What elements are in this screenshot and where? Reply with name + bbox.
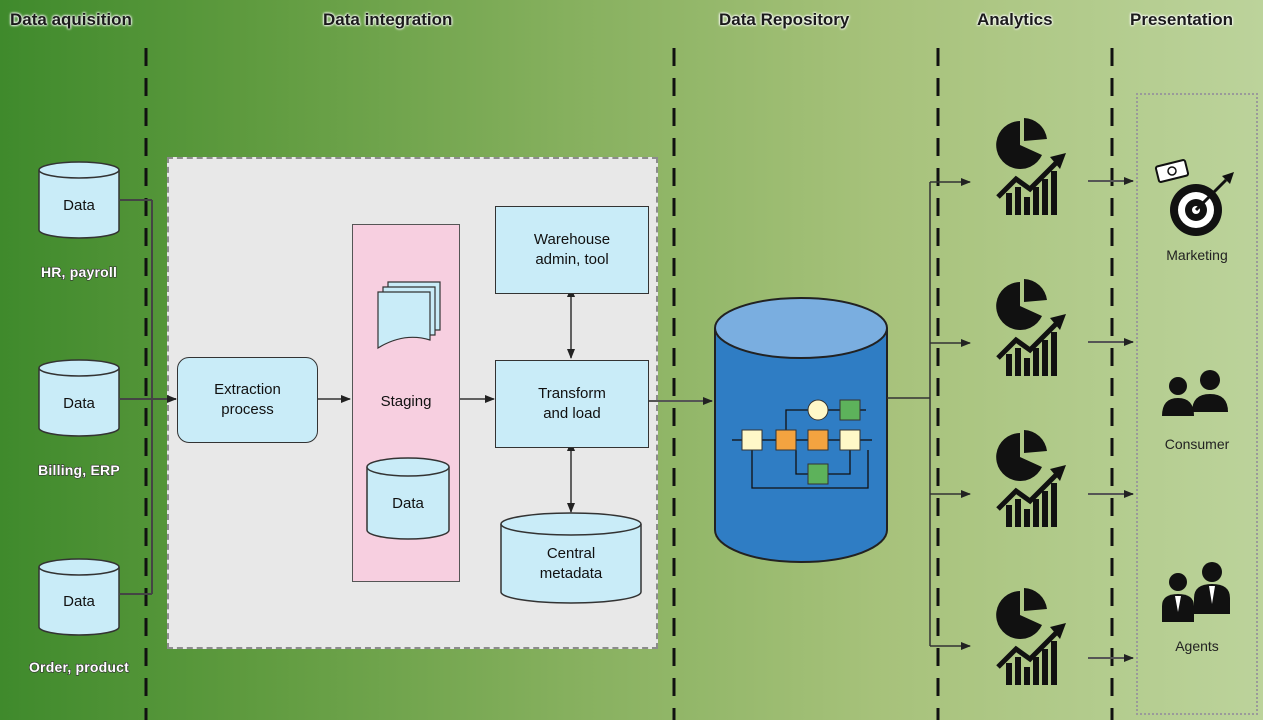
business-agents-icon [1162,562,1230,622]
stage-separators [144,48,1114,720]
source-db-label: Data [63,593,95,610]
source-databases [38,161,120,636]
source-caption-hr-payroll: HR, payroll [40,263,118,280]
source-caption-billing-erp: Billing, ERP [38,461,121,478]
analytics-connectors [887,178,971,650]
database-icon [38,161,120,239]
extraction-process-box: Extraction process [177,357,318,443]
stage-title-presentation: Presentation [1130,10,1233,29]
database-icon [500,512,642,604]
money-target-icon [1154,159,1234,236]
transform-load-box: Transform and load [495,360,649,448]
staging-db-label: Data [392,495,424,512]
source-db-label: Data [63,197,95,214]
central-metadata-label: Central metadata [539,545,603,582]
analytics-icon [996,588,1066,685]
process-flow-icon [732,409,872,489]
stage-title-acquisition: Data aquisition [10,10,132,29]
database-icon [366,457,450,540]
source-caption-order-product: Order, product [28,658,130,675]
source-db-label: Data [63,395,95,412]
stage-title-integration: Data integration [323,10,453,29]
analytics-icon [996,430,1066,527]
presentation-label-consumer: Consumer [1164,436,1230,452]
database-icon [38,558,120,636]
staging-label: Staging [380,393,432,410]
presentation-label-agents: Agents [1175,638,1219,654]
analytics-icon [996,279,1066,376]
stage-title-repository: Data Repository [719,10,850,29]
presentation-connectors [1088,177,1134,662]
presentation-label-marketing: Marketing [1166,247,1228,263]
analytics-icon [996,118,1066,215]
integration-flow [318,287,575,513]
documents-icon [377,281,441,350]
users-icon [1162,370,1228,416]
stage-title-analytics: Analytics [977,10,1053,29]
source-connectors [119,199,153,595]
database-icon [38,359,120,437]
repository-database-icon [714,297,888,563]
warehouse-admin-box: Warehouse admin, tool [495,206,649,294]
presentation-panel [1136,93,1258,715]
